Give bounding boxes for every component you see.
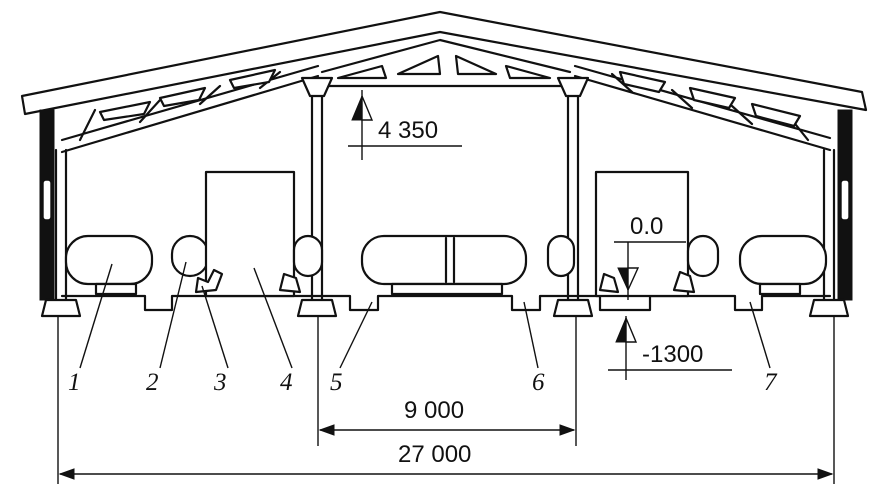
leader-3 <box>201 285 229 369</box>
footing-3 <box>552 298 594 318</box>
feeder-right-1 <box>598 272 620 294</box>
tank-small-right <box>686 234 720 278</box>
tank-small-left <box>170 234 210 278</box>
left-truss-panels <box>98 68 277 122</box>
callout-3: 3 <box>213 369 227 396</box>
center-truss-panels <box>336 54 552 80</box>
dimension-middle-label: 9 000 <box>404 397 464 424</box>
elevation-pit-label: -1300 <box>642 341 703 368</box>
feeder-right-2 <box>672 270 696 294</box>
tank-center <box>360 234 528 286</box>
left-outer-column <box>54 148 68 302</box>
footing-2 <box>296 298 338 318</box>
callout-2: 2 <box>146 369 159 396</box>
callout-6: 6 <box>532 369 545 396</box>
left-truss-web <box>78 70 282 142</box>
leader-2 <box>159 261 187 369</box>
center-truss-top <box>320 38 572 74</box>
feeder-left-2 <box>278 272 302 294</box>
right-wall-window <box>840 179 850 221</box>
tank-center-base <box>390 282 504 296</box>
tank-left <box>64 234 154 286</box>
callout-4: 4 <box>280 369 293 396</box>
elevation-top-arrow-black <box>351 95 363 121</box>
right-outer-column <box>822 148 836 302</box>
equipment <box>64 170 828 298</box>
right-truss-panels <box>618 70 802 128</box>
tank-center-divider <box>444 236 456 284</box>
tank-right <box>738 234 828 286</box>
tank-right-base <box>758 282 802 296</box>
roof <box>20 10 868 154</box>
footing-1 <box>40 298 82 318</box>
left-wall-window <box>42 179 52 221</box>
leader-7 <box>749 301 771 369</box>
dimension-middle: 9 000 <box>317 316 577 446</box>
tank-stub-right <box>546 234 576 278</box>
tank-stub-left <box>292 234 324 278</box>
elevation-top: 4 350 <box>348 90 462 160</box>
leader-5 <box>339 301 373 369</box>
room-block-right <box>594 170 690 298</box>
right-truss-lower-chord <box>573 74 832 152</box>
dimension-total-label: 27 000 <box>398 441 471 468</box>
leader-1 <box>79 263 113 369</box>
dimension-middle-extension <box>317 316 577 446</box>
callout-1: 1 <box>68 369 81 396</box>
dimension-total: 27 000 <box>57 316 835 484</box>
roof-slab <box>20 10 868 116</box>
dimension-total-arrows <box>58 468 834 480</box>
elevation-top-label: 4 350 <box>378 117 438 144</box>
elevation-floor-label: 0.0 <box>630 213 663 240</box>
elevation-floor: 0.0 <box>614 213 686 300</box>
columns <box>40 76 850 318</box>
right-column-capital <box>556 76 590 98</box>
elevation-floor-arrow-white <box>627 267 640 291</box>
right-truss-web <box>610 72 810 142</box>
callout-5: 5 <box>330 369 343 396</box>
elevation-top-arrow-white <box>361 95 374 121</box>
elevation-pit-arrow-black <box>615 317 627 343</box>
leader-4 <box>253 267 293 369</box>
callout-7: 7 <box>764 369 778 396</box>
left-column-capital <box>300 76 334 98</box>
callout-leaders <box>79 261 771 369</box>
dimension-middle-arrows <box>318 424 576 436</box>
callout-labels: 1 2 3 4 5 6 7 <box>68 369 778 396</box>
footing-4 <box>808 298 850 318</box>
elevation-pit-arrow-white <box>625 317 638 343</box>
elevation-pit: -1300 <box>608 316 732 380</box>
left-truss-lower-chord <box>60 74 320 154</box>
leader-6 <box>523 301 539 369</box>
tank-left-base <box>94 282 138 296</box>
left-truss-lower-chord-top <box>60 64 320 142</box>
dimension-total-extension <box>57 316 835 484</box>
